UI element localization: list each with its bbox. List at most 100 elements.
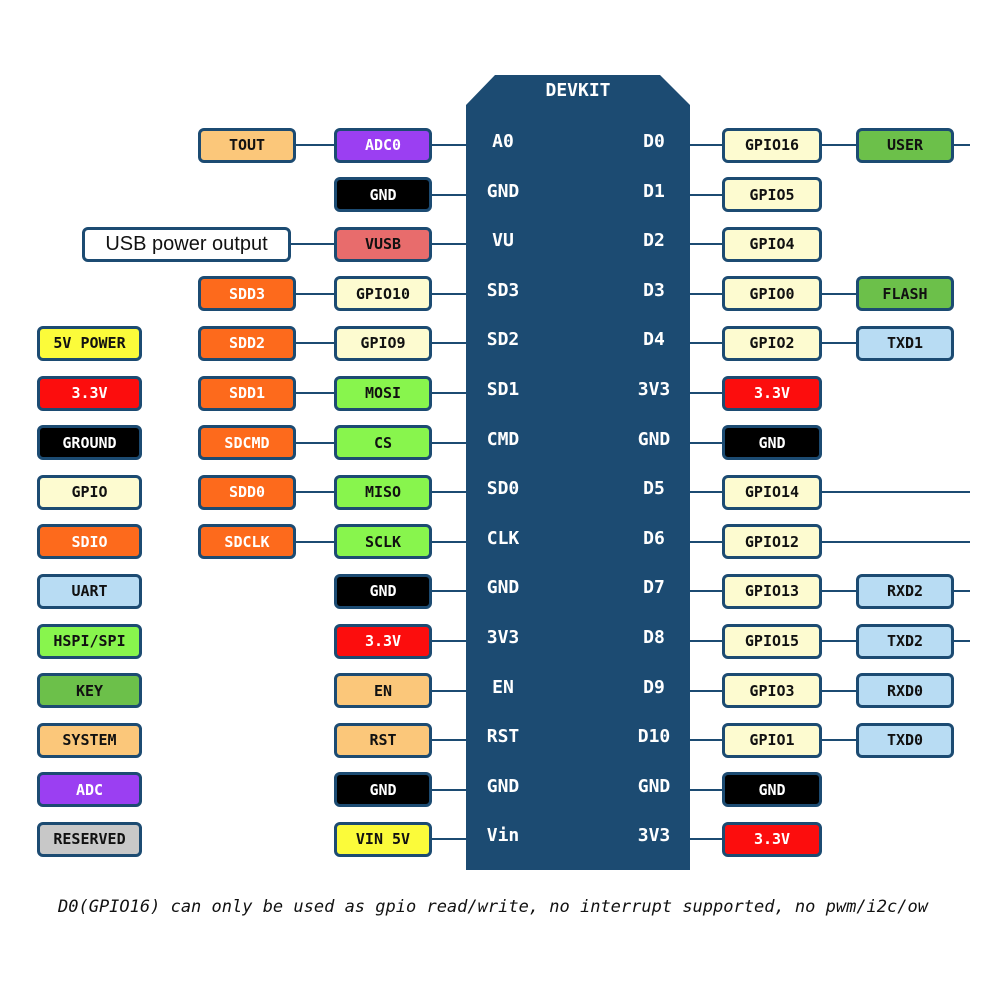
connector-line bbox=[690, 689, 722, 692]
connector-line bbox=[820, 144, 856, 146]
board-pin-right: D4 bbox=[643, 329, 665, 351]
board-pin-right: GND bbox=[637, 428, 671, 450]
pin-label-rst: RST bbox=[334, 722, 432, 758]
connector-line bbox=[296, 292, 334, 295]
legend-item-ground: GROUND bbox=[37, 425, 142, 461]
board-pin-left: VU bbox=[492, 230, 514, 252]
connector-line bbox=[430, 739, 466, 742]
legend-item-reserved: RESERVED bbox=[37, 821, 142, 857]
legend-item-key: KEY bbox=[37, 673, 142, 709]
pin-function-sdd3: SDD3 bbox=[198, 276, 296, 312]
pin-label-gnd: GND bbox=[722, 772, 822, 808]
connector-line bbox=[430, 243, 466, 246]
connector-line bbox=[690, 590, 722, 593]
connector-line bbox=[430, 689, 466, 692]
board-pin-left: RST bbox=[486, 726, 520, 748]
connector-line bbox=[690, 292, 722, 295]
board-pin-right: D7 bbox=[643, 577, 665, 599]
pin-label-gpio1: GPIO1 bbox=[722, 722, 822, 758]
pin-label-vusb: VUSB bbox=[334, 226, 432, 262]
pin-function-sdcmd: SDCMD bbox=[198, 425, 296, 461]
connector-line bbox=[820, 342, 856, 345]
connector-line bbox=[290, 243, 334, 246]
pin-label-gpio4: GPIO4 bbox=[722, 226, 822, 262]
connector-line bbox=[690, 540, 722, 543]
connector-line bbox=[430, 838, 466, 841]
legend-item-hspi-spi: HSPI/SPI bbox=[37, 623, 142, 659]
board-pin-right: D9 bbox=[643, 676, 665, 698]
legend-item-adc: ADC bbox=[37, 772, 142, 808]
pin-label-3-3v: 3.3V bbox=[334, 623, 432, 659]
connector-line bbox=[820, 689, 856, 692]
pin-function-user: USER bbox=[856, 127, 954, 163]
board-pin-right: D2 bbox=[643, 230, 665, 252]
connector-line bbox=[296, 441, 334, 444]
connector-line bbox=[690, 193, 722, 196]
board-pin-left: GND bbox=[486, 775, 520, 797]
connector-line bbox=[296, 392, 334, 394]
connector-line bbox=[820, 292, 856, 295]
pin-function-txd0: TXD0 bbox=[856, 722, 954, 758]
pin-function-flash: FLASH bbox=[856, 276, 954, 312]
board-pin-right: 3V3 bbox=[637, 825, 671, 847]
connector-line bbox=[296, 144, 334, 146]
board-pin-left: 3V3 bbox=[486, 627, 520, 648]
board-pin-left: GND bbox=[486, 577, 520, 599]
connector-line bbox=[690, 491, 722, 494]
connector-line bbox=[430, 392, 466, 394]
board-pin-right: D6 bbox=[643, 527, 665, 549]
pin-label-gnd: GND bbox=[334, 177, 432, 213]
connector-line bbox=[820, 540, 970, 543]
board-pin-right: D10 bbox=[637, 726, 671, 748]
board-pin-right: D8 bbox=[643, 627, 665, 648]
connector-line bbox=[296, 491, 334, 494]
usb-power-output-label: USB power output bbox=[82, 226, 291, 262]
board-pin-left: SD1 bbox=[486, 379, 520, 400]
board-pin-left: EN bbox=[492, 676, 514, 698]
connector-line bbox=[952, 590, 970, 593]
pin-function-sdclk: SDCLK bbox=[198, 524, 296, 560]
connector-line bbox=[430, 590, 466, 593]
board-pin-left: SD2 bbox=[486, 329, 520, 351]
connector-line bbox=[296, 342, 334, 345]
legend-item-uart: UART bbox=[37, 573, 142, 609]
connector-line bbox=[820, 590, 856, 593]
pin-label-gpio14: GPIO14 bbox=[722, 474, 822, 510]
legend-item-sdio: SDIO bbox=[37, 524, 142, 560]
board-pin-left: SD3 bbox=[486, 279, 520, 301]
pin-label-gpio10: GPIO10 bbox=[334, 276, 432, 312]
board-outline bbox=[466, 75, 690, 870]
board-pin-right: D1 bbox=[643, 180, 665, 202]
board-pin-left: Vin bbox=[486, 825, 520, 847]
pin-function-rxd2: RXD2 bbox=[856, 573, 954, 609]
connector-line bbox=[430, 640, 466, 642]
pin-label-3-3v: 3.3V bbox=[722, 821, 822, 857]
pin-label-en: EN bbox=[334, 673, 432, 709]
pin-label-gpio16: GPIO16 bbox=[722, 127, 822, 163]
pin-label-gpio12: GPIO12 bbox=[722, 524, 822, 560]
pin-label-gpio0: GPIO0 bbox=[722, 276, 822, 312]
pin-label-gpio15: GPIO15 bbox=[722, 623, 822, 659]
connector-line bbox=[430, 342, 466, 345]
connector-line bbox=[952, 640, 970, 642]
pin-label-vin-5v: VIN 5V bbox=[334, 821, 432, 857]
board-pin-right: 3V3 bbox=[637, 379, 671, 400]
connector-line bbox=[690, 838, 722, 841]
connector-line bbox=[430, 292, 466, 295]
pin-label-gpio2: GPIO2 bbox=[722, 325, 822, 361]
pin-label-gnd: GND bbox=[334, 772, 432, 808]
connector-line bbox=[820, 640, 856, 642]
pin-label-adc0: ADC0 bbox=[334, 127, 432, 163]
connector-line bbox=[430, 540, 466, 543]
board-pin-right: GND bbox=[637, 775, 671, 797]
connector-line bbox=[430, 193, 466, 196]
pin-label-cs: CS bbox=[334, 425, 432, 461]
legend-item-system: SYSTEM bbox=[37, 722, 142, 758]
board-pin-right: D3 bbox=[643, 279, 665, 301]
pin-label-gnd: GND bbox=[722, 425, 822, 461]
pin-label-gpio5: GPIO5 bbox=[722, 177, 822, 213]
connector-line bbox=[430, 441, 466, 444]
pin-label-mosi: MOSI bbox=[334, 375, 432, 411]
